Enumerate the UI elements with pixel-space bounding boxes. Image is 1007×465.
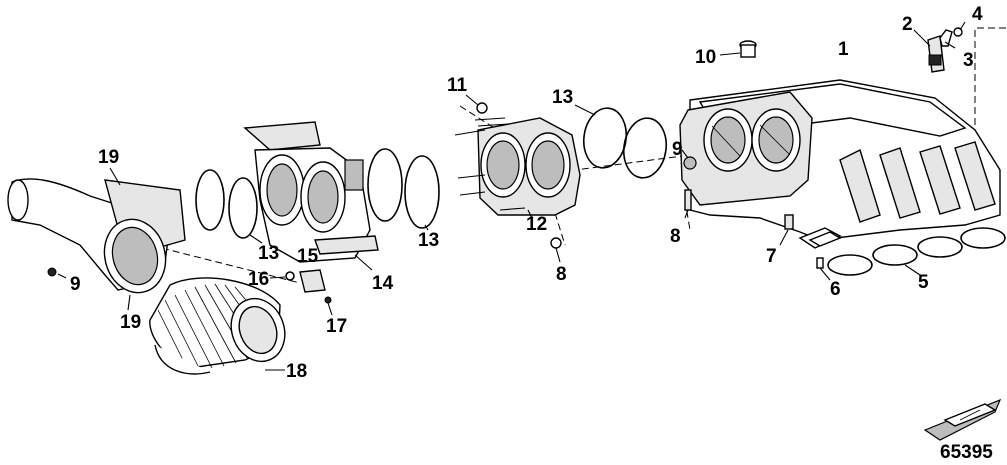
sensor-assembly (913, 21, 966, 73)
callout-9-manifold: 9 (672, 139, 683, 160)
intake-manifold (679, 79, 1001, 249)
callout-12: 12 (526, 214, 547, 235)
figure-number: 65395 (940, 442, 993, 463)
callout-1: 1 (838, 39, 849, 60)
air-inlet-elbow (7, 167, 186, 311)
runner-o-rings (827, 227, 1006, 276)
callout-15: 15 (297, 246, 319, 267)
boat-icon (923, 398, 1002, 441)
callout-13-rings-center: 13 (418, 230, 439, 251)
callout-5: 5 (918, 272, 929, 293)
callout-6: 6 (830, 279, 841, 300)
callout-7: 7 (766, 246, 777, 267)
callout-13-rings-right: 13 (552, 87, 573, 108)
callout-16: 16 (248, 269, 269, 290)
callout-8-adapter: 8 (556, 264, 567, 285)
callout-13-rings-left: 13 (258, 243, 279, 264)
throttle-o-rings (195, 104, 668, 244)
manifold-runners (839, 141, 996, 223)
callout-4: 4 (972, 4, 983, 25)
callout-2: 2 (902, 14, 913, 35)
throttle-sensor (269, 269, 333, 316)
callout-9-elbow: 9 (70, 274, 81, 295)
throttle-body (243, 121, 379, 271)
callout-11: 11 (447, 75, 468, 96)
callout-19-top: 19 (98, 147, 119, 168)
callout-3: 3 (963, 50, 974, 71)
manifold-fasteners (681, 149, 831, 281)
callout-14: 14 (372, 273, 394, 294)
callout-19-bottom: 19 (120, 312, 141, 333)
callout-17: 17 (326, 316, 347, 337)
callout-labels: 1 2 3 4 5 6 7 8 8 9 9 10 11 12 13 13 13 … (70, 4, 983, 382)
air-filter (149, 277, 286, 375)
callout-10: 10 (695, 47, 716, 68)
adapter-plate (454, 94, 581, 263)
plug-cap (719, 40, 757, 58)
callout-18: 18 (286, 361, 307, 382)
callout-8-manifold: 8 (670, 226, 681, 247)
